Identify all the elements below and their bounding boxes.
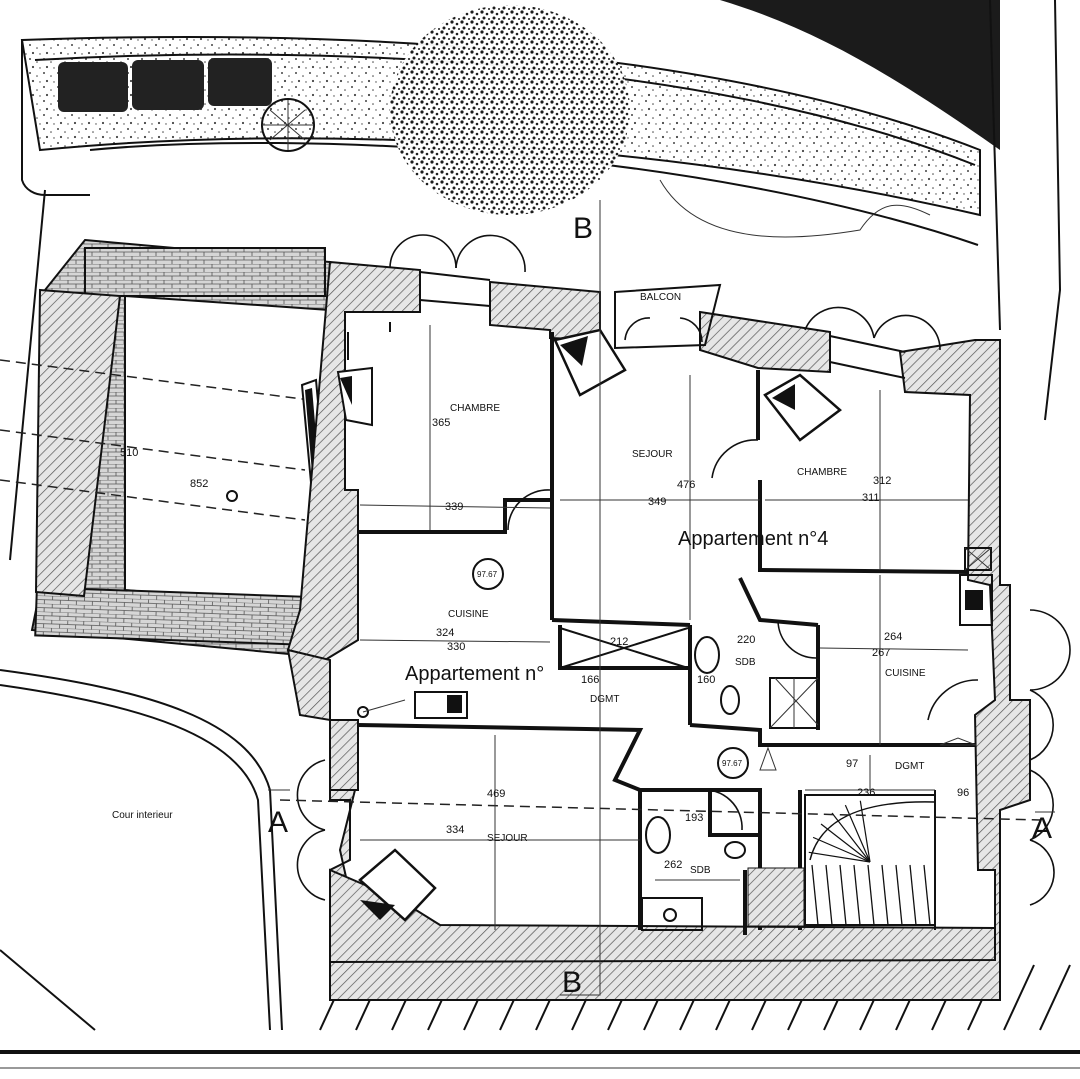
hedge-block <box>132 60 204 110</box>
dim-852: 852 <box>190 478 208 490</box>
stair-landing <box>747 867 805 927</box>
stair-tread <box>811 864 819 926</box>
dim-349: 349 <box>648 496 666 508</box>
stair-tread <box>825 864 833 926</box>
street-lines <box>989 0 1062 421</box>
dim-311: 311 <box>862 492 880 504</box>
dim-267: 267 <box>872 647 890 659</box>
section-lines <box>268 200 1055 996</box>
stair-curve <box>809 801 936 861</box>
hedge-block <box>208 58 272 106</box>
stair-tread <box>895 864 903 926</box>
room-sdb-bottom: SDB <box>690 865 711 876</box>
hedge-block <box>58 62 128 112</box>
balcony-label: BALCON <box>640 292 681 303</box>
stair-tread <box>881 864 889 926</box>
section-mark-a-right: A <box>1032 812 1052 845</box>
dim-330: 330 <box>447 641 465 653</box>
stair-outline <box>804 794 936 926</box>
level-badge-2 <box>717 747 749 779</box>
dim-476: 476 <box>677 479 695 491</box>
labels: B B A A Appartement n°4 Appartement n° C… <box>112 212 1052 999</box>
courtyard-curb <box>0 189 283 1031</box>
street-hatch-line <box>1003 964 1035 1031</box>
room-dgmt-right: DGMT <box>895 761 924 772</box>
room-sejour-top: SEJOUR <box>632 449 673 460</box>
dim-236: 236 <box>857 787 875 799</box>
stair-tread <box>853 864 861 926</box>
garden-area <box>20 0 1000 246</box>
stair-winder <box>831 812 871 863</box>
room-cuisine-right: CUISINE <box>885 668 926 679</box>
dim-510: 510 <box>120 447 138 459</box>
dim-324: 324 <box>436 627 454 639</box>
tree-canopy <box>390 5 630 215</box>
apartment-4-label: Appartement n°4 <box>678 528 828 550</box>
staircase <box>747 794 936 927</box>
dim-334: 334 <box>446 824 464 836</box>
section-mark-b-bottom: B <box>562 966 582 999</box>
stair-tread <box>867 864 875 926</box>
room-cuisine-left: CUISINE <box>448 609 489 620</box>
stair-tread <box>909 864 917 926</box>
section-mark-b-top: B <box>573 212 593 245</box>
dim-166: 166 <box>581 674 599 686</box>
section-mark-a-left: A <box>268 806 288 839</box>
dim-264: 264 <box>884 631 902 643</box>
apartment-other-label: Appartement n° <box>405 663 544 685</box>
dim-220: 220 <box>737 634 755 646</box>
dimension-lines <box>359 325 969 930</box>
street-hatch-line <box>1039 964 1071 1031</box>
stair-tread <box>923 864 931 926</box>
fireplaces <box>336 328 842 922</box>
stair-winder <box>859 800 871 863</box>
dim-339: 339 <box>445 501 463 513</box>
dim-212: 212 <box>610 636 628 648</box>
dim-312: 312 <box>873 475 891 487</box>
fixtures <box>357 547 993 931</box>
dim-469: 469 <box>487 788 505 800</box>
stair-tread <box>839 864 847 926</box>
stair-winder <box>808 851 871 863</box>
stair-winder <box>820 823 871 863</box>
dim-262: 262 <box>664 859 682 871</box>
dense-vegetation <box>720 0 1000 150</box>
dim-193: 193 <box>685 812 703 824</box>
level-badge-1 <box>472 558 504 590</box>
dim-96: 96 <box>957 787 969 799</box>
level-badge-1-text: 97.67 <box>477 570 498 579</box>
doors-windows <box>296 234 1071 906</box>
level-badge-2-text: 97.67 <box>722 759 743 768</box>
courtyard-label: Cour interieur <box>112 810 173 821</box>
dim-365: 365 <box>432 417 450 429</box>
dim-97: 97 <box>846 758 858 770</box>
dim-160: 160 <box>697 674 715 686</box>
room-sejour-bottom: SEJOUR <box>487 833 528 844</box>
room-chambre-right: CHAMBRE <box>797 467 847 478</box>
annex-building <box>0 238 331 657</box>
building-walls <box>286 260 1031 1001</box>
stair-winder <box>812 836 871 863</box>
room-sdb-top: SDB <box>735 657 756 668</box>
room-chambre-left: CHAMBRE <box>450 403 500 414</box>
room-dgmt-left: DGMT <box>590 694 619 705</box>
